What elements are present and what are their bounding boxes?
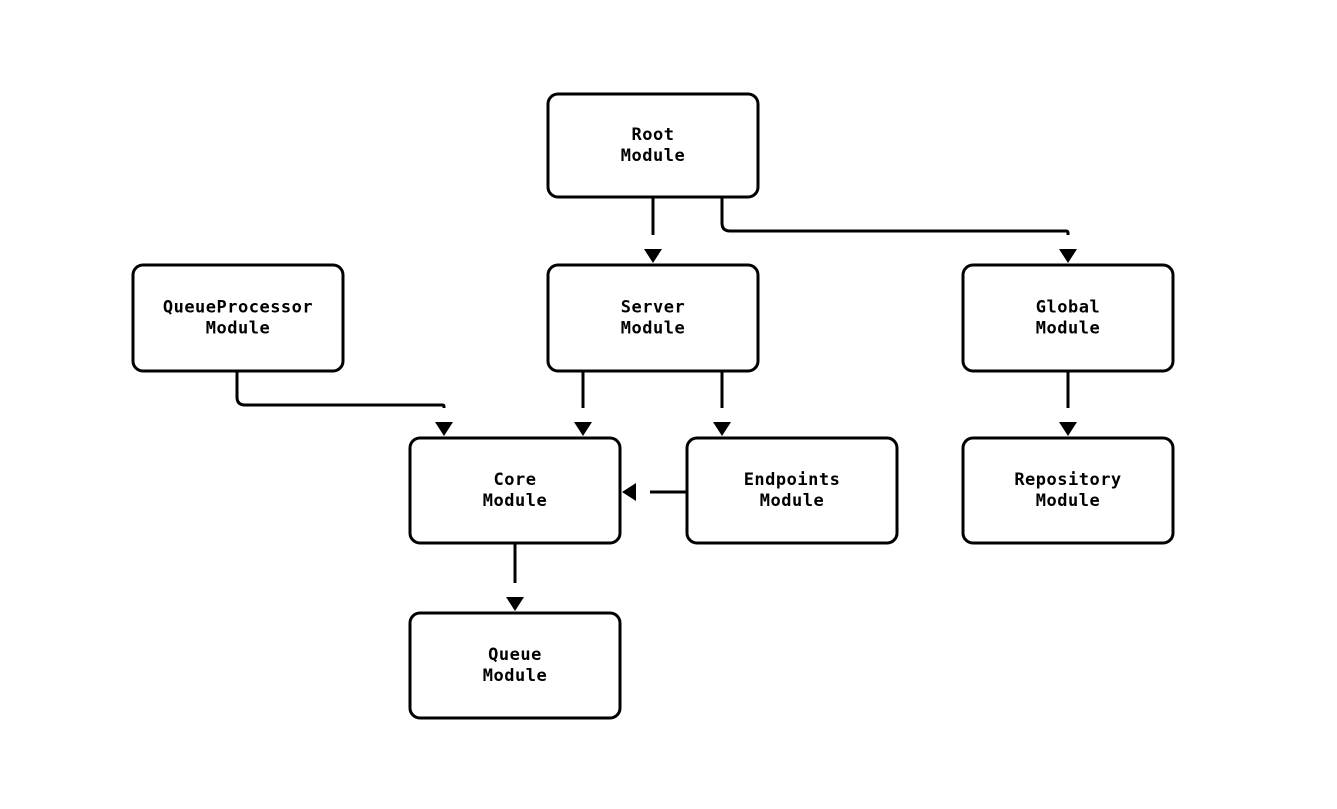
- node-label-line2: Module: [483, 666, 547, 686]
- edge-line: [235, 371, 446, 408]
- arrowhead-icon: [435, 422, 453, 436]
- node-label-line1: QueueProcessor: [163, 297, 313, 317]
- node-label-line1: Core: [494, 470, 537, 490]
- node-label-line1: Endpoints: [744, 470, 841, 490]
- node-label-line1: Queue: [488, 645, 542, 665]
- edge-core-to-queue: [506, 543, 524, 611]
- edge-global-to-repository: [1059, 371, 1077, 436]
- node-label-line2: Module: [206, 319, 270, 339]
- node-box[interactable]: [961, 263, 1175, 373]
- node-label-line2: Module: [760, 491, 824, 511]
- node-label-line2: Module: [483, 491, 547, 511]
- arrowhead-icon: [713, 422, 731, 436]
- edge-queueprocessor-to-core: [235, 371, 453, 436]
- arrowhead-icon: [1059, 422, 1077, 436]
- edges-layer: [235, 197, 1077, 611]
- arrowhead-icon: [1059, 249, 1077, 263]
- arrowhead-icon: [574, 422, 592, 436]
- edge-root-to-global: [720, 197, 1077, 263]
- arrowhead-icon: [506, 597, 524, 611]
- node-label-line1: Server: [621, 297, 685, 317]
- node-box[interactable]: [546, 263, 760, 373]
- node-label-line2: Module: [621, 146, 685, 166]
- node-box[interactable]: [408, 436, 622, 545]
- edge-line: [720, 197, 1070, 235]
- node-box[interactable]: [408, 611, 622, 720]
- arrowhead-icon: [644, 249, 662, 263]
- edge-server-to-endpoints: [713, 371, 731, 436]
- node-box[interactable]: [685, 436, 899, 545]
- edge-endpoints-to-core: [622, 483, 687, 501]
- edge-root-to-server: [644, 197, 662, 263]
- node-box[interactable]: [546, 92, 760, 199]
- node-label-line1: Root: [632, 125, 675, 145]
- node-label-line1: Repository: [1014, 470, 1121, 490]
- arrowhead-icon: [622, 483, 636, 501]
- node-label-line2: Module: [1036, 491, 1100, 511]
- node-label-line2: Module: [1036, 319, 1100, 339]
- node-label-line1: Global: [1036, 297, 1100, 317]
- node-box[interactable]: [961, 436, 1175, 545]
- node-label-line2: Module: [621, 319, 685, 339]
- edge-server-to-core: [574, 371, 592, 436]
- node-box[interactable]: [131, 263, 345, 373]
